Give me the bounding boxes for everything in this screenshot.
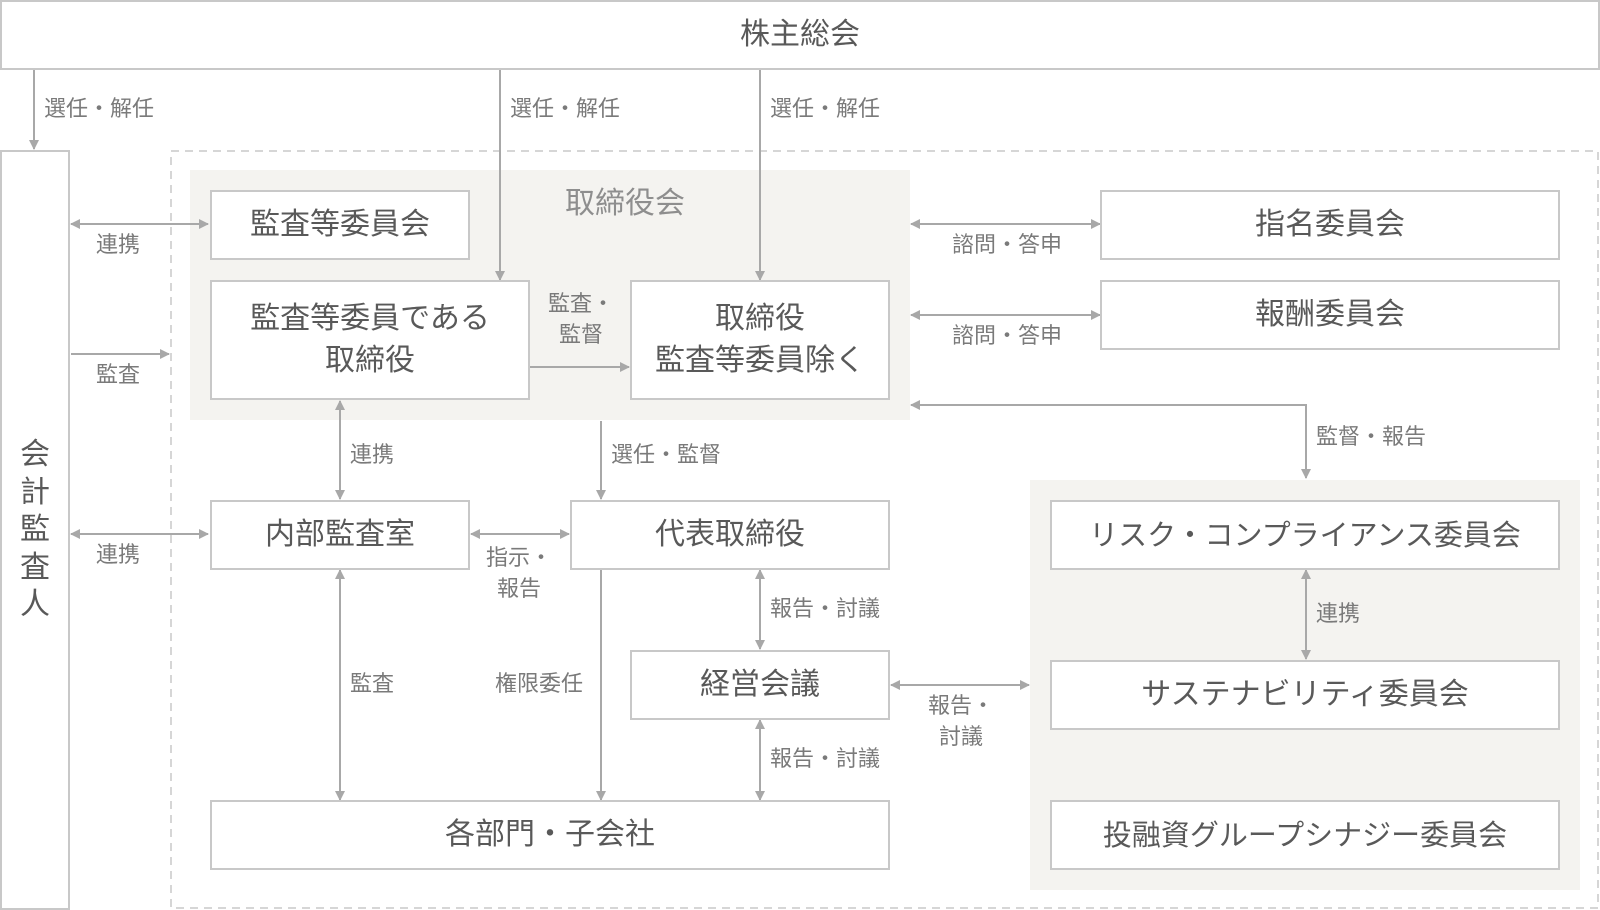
directors-box: 取締役 監査等委員除く — [630, 280, 890, 400]
label-line: 監督 — [558, 322, 603, 348]
arrow-board-risk — [910, 400, 1311, 479]
label-renkei-internal: 連携 — [350, 443, 395, 468]
risk-label: リスク・コンプライアンス委員会 — [1089, 517, 1521, 552]
nomination-committee-box: 指名委員会 — [1100, 190, 1560, 260]
sustainability-committee-box: サステナビリティ委員会 — [1050, 660, 1560, 730]
label-sh-dir: 選任・解任 — [770, 97, 881, 122]
departments-label: 各部門・子会社 — [445, 817, 655, 852]
compensation-committee-box: 報酬委員会 — [1100, 280, 1560, 350]
label-kengen: 権限委任 — [495, 672, 584, 697]
label-sh-auditor: 選任・解任 — [44, 97, 155, 122]
shareholders-box: 株主総会 — [0, 0, 1600, 70]
audit-committee-label: 監査等委員会 — [250, 207, 430, 242]
auditor-box: 会 計 監 査 人 — [0, 150, 70, 910]
label-line: 報告・ — [927, 694, 994, 719]
label-line: 指示・ — [486, 546, 553, 571]
label-line: 報告 — [496, 576, 541, 602]
ceo-label: 代表取締役 — [655, 517, 805, 552]
investment-committee-box: 投融資グループシナジー委員会 — [1050, 800, 1560, 870]
label-shiji-hokoku: 指示・ 報告 — [486, 544, 552, 606]
label-hokoku-tougi-2: 報告・ 討議 — [926, 692, 996, 754]
label-line: 討議 — [938, 724, 983, 750]
nomination-label: 指名委員会 — [1255, 207, 1405, 242]
ceo-box: 代表取締役 — [570, 500, 890, 570]
audit-directors-box: 監査等委員である 取締役 — [210, 280, 530, 400]
audit-directors-line: 監査等委員である — [250, 301, 490, 336]
auditor-char: 監 — [20, 512, 50, 548]
label-sh-audit-dir: 選任・解任 — [510, 97, 621, 122]
audit-directors-line: 取締役 — [325, 343, 415, 378]
sustainability-label: サステナビリティ委員会 — [1141, 677, 1469, 712]
auditor-char: 査 — [20, 549, 50, 585]
investment-label: 投融資グループシナジー委員会 — [1102, 817, 1508, 852]
compensation-label: 報酬委員会 — [1255, 297, 1405, 332]
shareholders-label: 株主総会 — [740, 17, 860, 52]
label-line: 監査・ — [548, 292, 615, 317]
directors-line: 取締役 — [715, 301, 805, 336]
auditor-char: 人 — [20, 587, 50, 623]
internal-audit-box: 内部監査室 — [210, 500, 470, 570]
label-hokoku-tougi-1: 報告・討議 — [770, 597, 881, 622]
label-shimon-1: 諮問・答申 — [952, 233, 1063, 258]
board-title: 取締役会 — [565, 186, 685, 221]
management-meeting-box: 経営会議 — [630, 650, 890, 720]
label-renkei-committee: 連携 — [1316, 602, 1361, 627]
label-kantoku-hokoku: 監督・報告 — [1316, 425, 1427, 450]
directors-line: 監査等委員除く — [655, 343, 865, 378]
internal-audit-label: 内部監査室 — [265, 517, 415, 552]
auditor-char: 計 — [20, 474, 50, 510]
label-kansa-2: 監査 — [350, 672, 395, 697]
auditor-char: 会 — [20, 437, 50, 473]
label-renkei-1: 連携 — [96, 233, 141, 258]
label-hokoku-tougi-3: 報告・討議 — [770, 747, 881, 772]
label-renkei-2: 連携 — [96, 543, 141, 568]
departments-box: 各部門・子会社 — [210, 800, 890, 870]
risk-committee-box: リスク・コンプライアンス委員会 — [1050, 500, 1560, 570]
label-kansa-1: 監査 — [96, 363, 141, 388]
management-label: 経営会議 — [700, 667, 820, 702]
label-shimon-2: 諮問・答申 — [952, 324, 1063, 349]
label-senin-kantoku: 選任・監督 — [611, 443, 722, 468]
label-kansa-kantoku: 監査・ 監督 — [548, 290, 614, 352]
audit-committee-box: 監査等委員会 — [210, 190, 470, 260]
